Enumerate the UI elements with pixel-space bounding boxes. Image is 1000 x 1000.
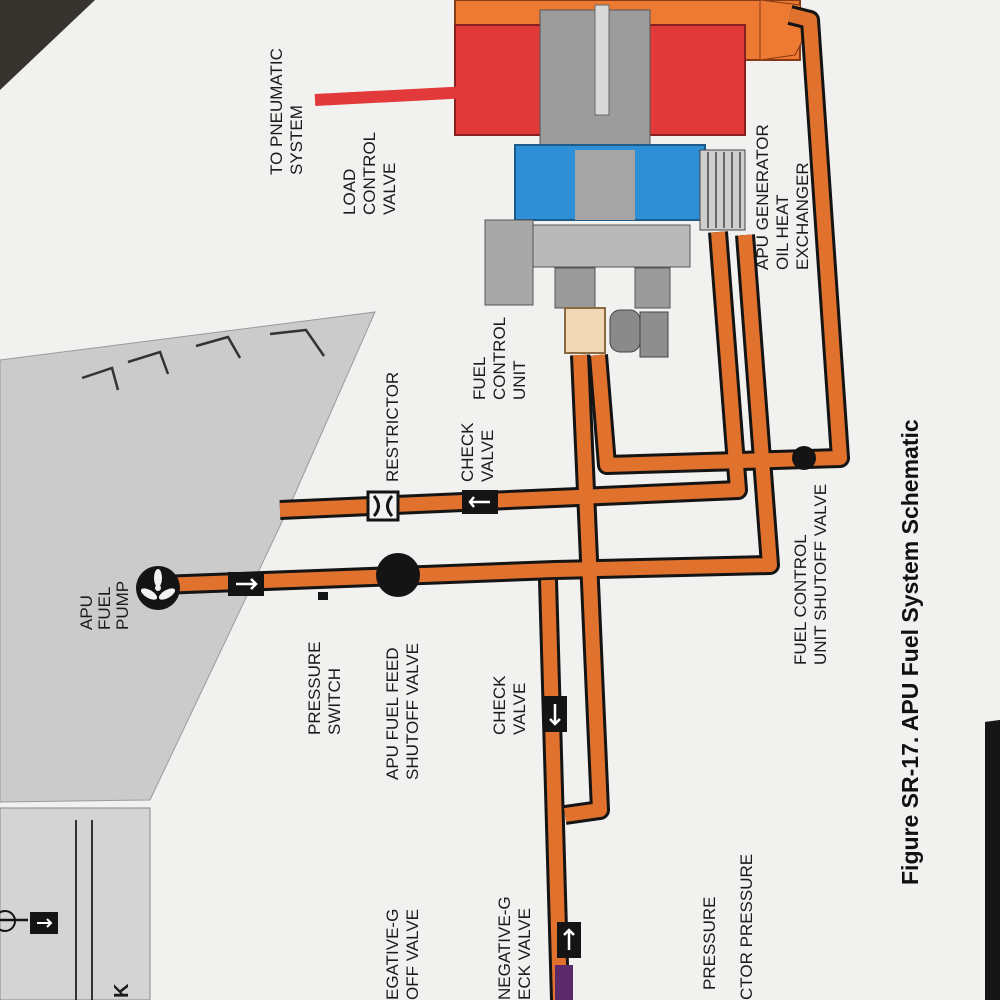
check-valve-upper-label: CHECK VALVE (458, 418, 497, 482)
heat-exchanger (699, 149, 746, 231)
gearbox-accessory-1 (554, 267, 596, 309)
fuel-control-unit (564, 307, 606, 354)
page-edge-shadow (985, 720, 1000, 1000)
legend-ctor-pressure-label: CTOR PRESSURE (737, 854, 756, 1000)
wing-tank-outline (0, 311, 376, 803)
restrictor-label: RESTRICTOR (383, 372, 402, 482)
gearbox-accessory-3 (609, 309, 641, 353)
pneumatic-duct (314, 86, 471, 106)
gearbox-accessory-2 (634, 267, 671, 309)
pressure-switch (318, 592, 328, 600)
to-pneumatic-label: TO PNEUMATIC SYSTEM (267, 43, 306, 175)
tank-baffle-marks (81, 328, 326, 391)
restrictor (366, 490, 400, 522)
fuel-control-unit-label: FUEL CONTROL UNIT (470, 313, 529, 400)
fcu-shutoff-valve-label: FUEL CONTROL UNIT SHUTOFF VALVE (791, 484, 830, 665)
apu-fuel-feed-shutoff-label: APU FUEL FEED SHUTOFF VALVE (383, 643, 422, 780)
gearbox-accessory-4 (639, 311, 669, 358)
purple-line-segment (555, 965, 573, 1000)
check-valve-feed (228, 572, 264, 596)
tank-check-valve (30, 912, 58, 934)
apu-unit (454, 0, 809, 358)
gearbox (529, 224, 691, 268)
shaft (594, 4, 610, 116)
tank-pump-icon (0, 910, 16, 932)
negative-g-shutoff-label: EGATIVE-G OFF VALVE (383, 904, 422, 1000)
load-control-valve-label: LOAD CONTROL VALVE (340, 128, 399, 215)
legend-pressure-label: PRESSURE (700, 896, 719, 990)
figure-caption: Figure SR-17. APU Fuel System Schematic (897, 419, 923, 885)
check-valve-lower (543, 696, 567, 732)
labels-group: TO PNEUMATIC SYSTEM LOAD CONTROL VALVE A… (77, 43, 923, 1000)
tank-letter-label: K (111, 983, 133, 998)
fcu-shutoff-valve (792, 446, 816, 470)
check-valve-lower-label: CHECK VALVE (490, 671, 529, 735)
gearbox-left-block (484, 219, 534, 306)
apu-fuel-feed-shutoff-valve (376, 553, 420, 597)
negative-g-check-valve (557, 922, 581, 958)
apu-generator-heat-exchanger-label: APU GENERATOR OIL HEAT EXCHANGER (753, 119, 812, 270)
negative-g-check-label: NEGATIVE-G ECK VALVE (495, 892, 534, 1000)
pressure-switch-label: PRESSURE SWITCH (305, 637, 344, 735)
fan-icon (140, 569, 176, 600)
heat-exchanger-fins (707, 152, 741, 228)
check-valve-upper (462, 490, 498, 514)
intake-core (575, 150, 635, 220)
apu-fuel-pump-label: APU FUEL PUMP (77, 581, 132, 630)
